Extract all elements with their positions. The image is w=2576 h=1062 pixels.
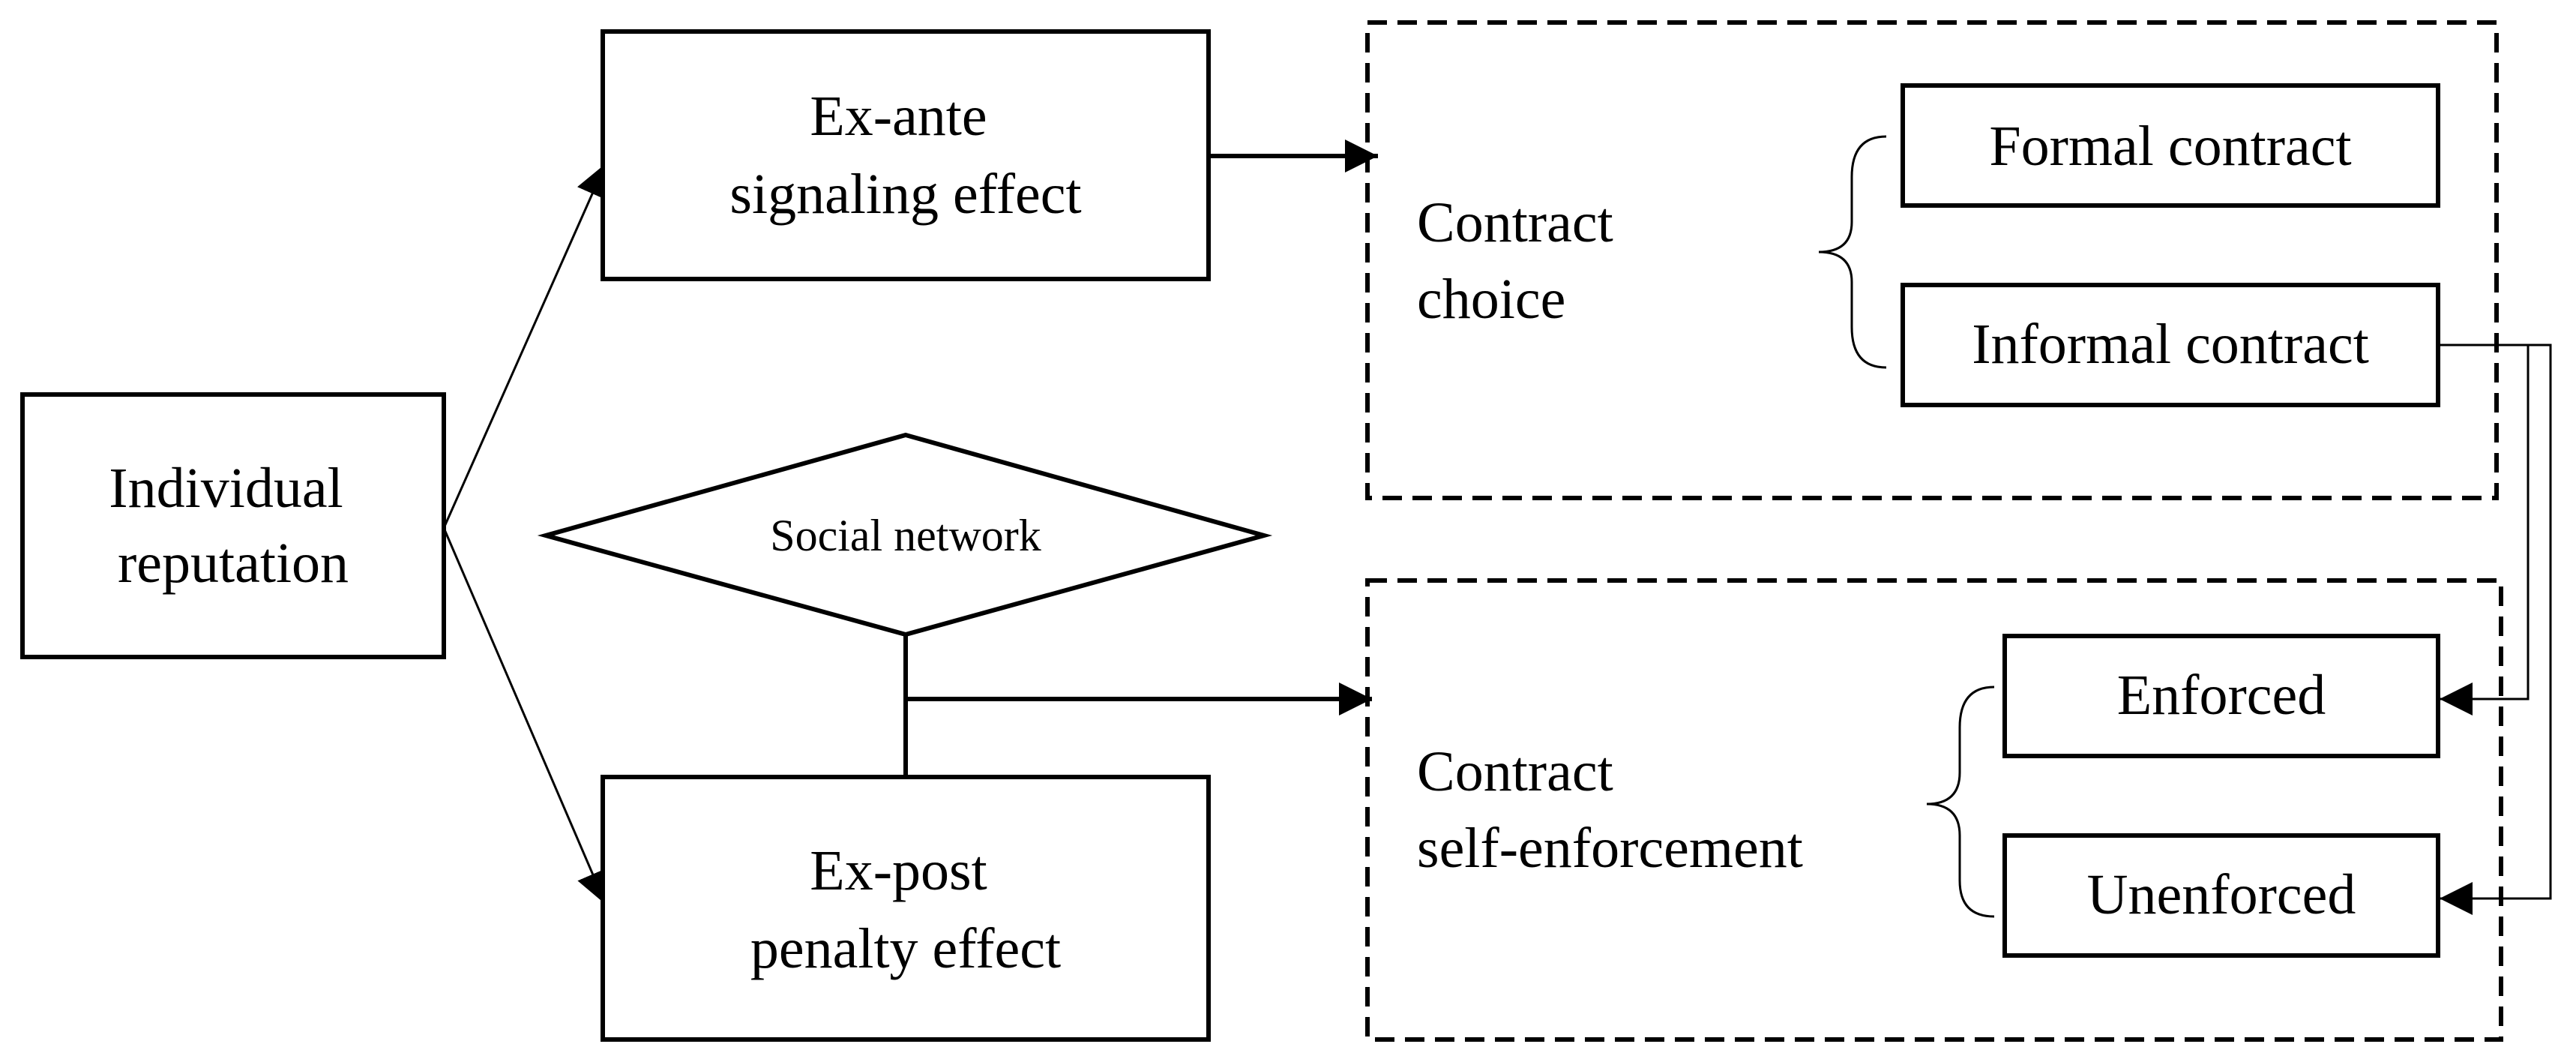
social-network-node: Social network: [537, 432, 1273, 638]
contract-choice-brace: [1818, 135, 1887, 369]
arrow-informal-to-enforced: [2438, 344, 2530, 716]
ex-post-line2: penalty effect: [750, 917, 1061, 980]
individual-reputation-line1: Individual: [109, 457, 343, 520]
svg-text:Ex-ante signaling effect: Ex-ante signaling effect: [729, 85, 1081, 226]
unenforced-label: Unenforced: [2087, 863, 2356, 926]
contract-self-enforcement-label: Contract self-enforcement: [1417, 740, 1803, 880]
ex-post-node: Ex-post penalty effect: [601, 775, 1211, 1042]
social-network-label: Social network: [770, 511, 1041, 560]
enforced-label: Enforced: [2117, 664, 2326, 727]
unenforced-node: Unenforced: [2002, 833, 2440, 958]
formal-contract-label: Formal contract: [1989, 115, 2351, 178]
enforced-node: Enforced: [2002, 634, 2440, 758]
informal-contract-node: Informal contract: [1901, 283, 2440, 407]
individual-reputation-line2: reputation: [118, 532, 349, 595]
formal-contract-node: Formal contract: [1901, 83, 2440, 208]
individual-reputation-node: Individual reputation: [20, 392, 446, 659]
ex-post-line1: Ex-post: [810, 839, 987, 902]
contract-self-enforcement-group: [1365, 578, 2503, 1042]
arrow-reputation-to-ex-ante: [442, 163, 608, 529]
svg-text:Ex-post penalty effect: Ex-post penalty effect: [750, 839, 1061, 980]
ex-ante-line2: signaling effect: [729, 163, 1081, 226]
svg-text:Individual reputation: Individual reputation: [109, 457, 357, 595]
self-enforcement-brace: [1926, 686, 1995, 918]
contract-choice-group: [1365, 20, 2499, 500]
arrow-informal-to-unenforced: [2438, 344, 2552, 915]
ex-ante-line1: Ex-ante: [810, 85, 987, 148]
contract-choice-label: Contract choice: [1417, 191, 1628, 331]
ex-ante-node: Ex-ante signaling effect: [601, 29, 1211, 281]
arrow-reputation-to-ex-post: [442, 527, 608, 905]
informal-contract-label: Informal contract: [1972, 313, 2369, 376]
